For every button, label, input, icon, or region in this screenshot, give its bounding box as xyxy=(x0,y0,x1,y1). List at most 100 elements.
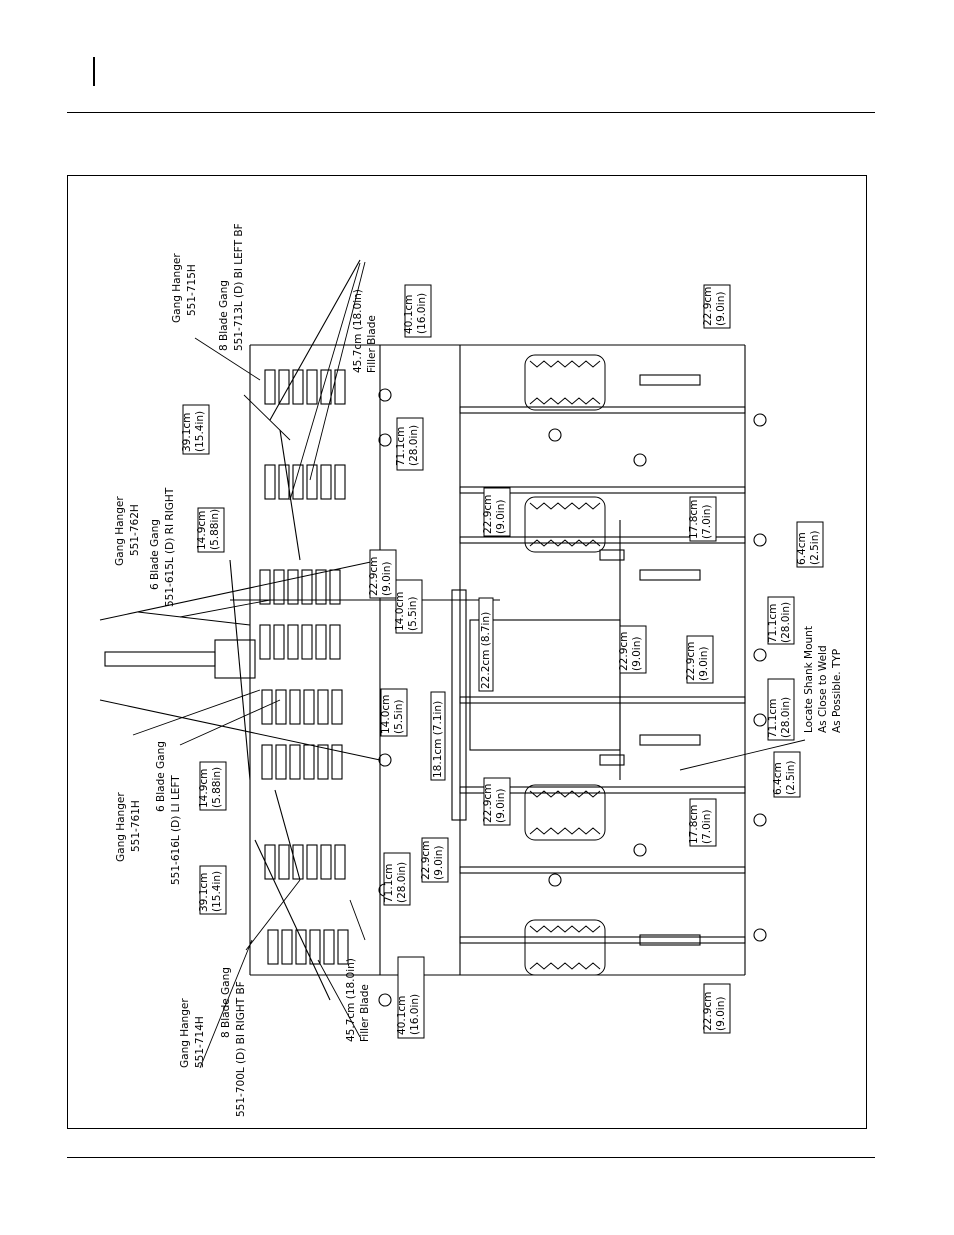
blade-gang-disc xyxy=(320,369,332,405)
shank-mount xyxy=(753,928,767,942)
center-beam xyxy=(451,589,467,821)
blade-gang-disc xyxy=(287,569,299,605)
label-gang-hanger-762-part: 551-762H xyxy=(129,504,141,556)
dimension-box xyxy=(397,956,425,1039)
label-8-blade-gang-left: 8 Blade Gang xyxy=(218,280,230,351)
header-rule xyxy=(67,112,875,113)
dim-17-8-right: 17.8cm xyxy=(688,500,700,539)
gang-bar xyxy=(274,789,301,881)
dim-22-9-a-in: (9.0in) xyxy=(381,562,393,596)
blade-gang-disc xyxy=(259,624,271,660)
figure-frame xyxy=(67,175,867,1129)
shank-mount xyxy=(378,993,392,1007)
tire xyxy=(524,354,606,411)
label-gang-hanger-714-part: 551-714H xyxy=(194,1016,206,1068)
leader-line xyxy=(194,337,261,381)
dim-18-1: 18.1cm (7.1in) xyxy=(432,701,444,778)
hydraulic-cylinder xyxy=(639,934,701,946)
blade-gang-disc xyxy=(306,844,318,880)
dim-14-9-right: 14.9cm xyxy=(196,511,208,550)
dimension-box xyxy=(430,691,446,781)
dim-71-1-d: 71.1cm xyxy=(767,604,779,643)
tire-tread xyxy=(529,962,601,970)
dim-22-9-f: 22.9cm xyxy=(685,642,697,681)
dim-14-0-right-in: (5.5in) xyxy=(407,597,419,631)
cross-member xyxy=(459,786,746,794)
label-gang-hanger-761: Gang Hanger xyxy=(115,792,127,862)
shank-mount xyxy=(378,753,392,767)
hitch-mount xyxy=(214,639,256,679)
blade-gang-disc xyxy=(278,369,290,405)
label-6-blade-gang-left: 6 Blade Gang xyxy=(155,741,167,812)
blade-gang-disc xyxy=(331,744,343,780)
dimension-box xyxy=(703,284,731,329)
dim-6-4-right: 6.4cm xyxy=(796,532,808,565)
dim-22-9-e-in: (9.0in) xyxy=(631,637,643,671)
gang-bar xyxy=(229,559,251,781)
shank-mount xyxy=(633,843,647,857)
label-gang-hanger-715-part: 551-715H xyxy=(186,264,198,316)
hitch-tongue xyxy=(104,651,216,667)
hydraulic-cylinder xyxy=(639,374,701,386)
label-8-blade-gang-left-part: 551-713L (D) BI LEFT BF xyxy=(233,223,245,351)
dim-6-4-left: 6.4cm xyxy=(772,762,784,795)
tire xyxy=(524,919,606,976)
blade-gang-disc xyxy=(292,844,304,880)
label-6-blade-gang-right-part: 551-615L (D) RI RIGHT xyxy=(164,487,176,607)
dim-39-1-left: 39.1cm xyxy=(198,873,210,912)
dim-14-0-left-in: (5.5in) xyxy=(393,700,405,734)
blade-gang-disc xyxy=(317,689,329,725)
dimension-box xyxy=(478,597,494,692)
label-6-blade-gang-left-part: 551-616L (D) LI LEFT xyxy=(170,775,182,885)
dim-71-1-a-in: (28.0in) xyxy=(396,862,408,903)
dim-22-9-h: 22.9cm xyxy=(702,287,714,326)
blade-gang-disc xyxy=(301,569,313,605)
shank-mount xyxy=(753,813,767,827)
dimension-box xyxy=(689,798,717,847)
dim-17-8-left-in: (7.0in) xyxy=(701,810,713,844)
hydraulic-cylinder xyxy=(639,569,701,581)
blade-gang-disc xyxy=(306,464,318,500)
blade-gang-disc xyxy=(267,929,279,965)
dim-71-1-c-in: (28.0in) xyxy=(780,697,792,738)
leader-line xyxy=(243,394,291,441)
blade-gang-disc xyxy=(329,569,341,605)
tire-tread xyxy=(529,925,601,933)
blade-gang-disc xyxy=(320,844,332,880)
gang-bar xyxy=(269,259,361,421)
dim-6-4-right-in: (2.5in) xyxy=(809,531,821,565)
cross-member xyxy=(459,406,746,414)
blade-gang-disc xyxy=(289,689,301,725)
cross-member xyxy=(459,696,746,704)
cross-member xyxy=(459,936,746,944)
cross-member xyxy=(459,486,746,494)
callout-labels: Gang Hanger 551-714H 8 Blade Gang 551-70… xyxy=(114,223,843,1117)
shank-mount xyxy=(548,873,562,887)
tire-tread xyxy=(529,827,601,835)
blade-gang-disc xyxy=(334,844,346,880)
label-shank-mount-note-3: As Possible. TYP xyxy=(831,649,843,733)
dimension-box xyxy=(396,417,424,471)
dim-14-0-left: 14.0cm xyxy=(380,695,392,734)
tire-tread xyxy=(529,539,601,547)
blade-gang-disc xyxy=(275,689,287,725)
blade-gang-disc xyxy=(292,464,304,500)
shank-mount xyxy=(753,713,767,727)
blade-gang-disc xyxy=(329,624,341,660)
dimension-box xyxy=(686,635,714,684)
tongue-brace xyxy=(99,559,381,621)
dim-71-1-a: 71.1cm xyxy=(383,864,395,903)
dim-39-1-right-in: (15.4in) xyxy=(194,411,206,452)
leader-line xyxy=(679,739,806,771)
leader-line xyxy=(349,899,366,941)
dim-71-1-b: 71.1cm xyxy=(395,427,407,466)
cross-member xyxy=(459,536,746,544)
dim-40-1-right-in: (16.0in) xyxy=(416,293,428,334)
dimension-labels: 40.1cm (16.0in) 40.1cm (16.0in) 71.1cm (… xyxy=(181,287,821,1035)
label-gang-hanger-715: Gang Hanger xyxy=(171,253,183,323)
leader-line xyxy=(137,611,251,626)
dim-6-4-left-in: (2.5in) xyxy=(785,761,797,795)
label-filler-blade-left: 45.7cm (18.0in) xyxy=(345,958,357,1042)
blade-gang-disc xyxy=(289,744,301,780)
